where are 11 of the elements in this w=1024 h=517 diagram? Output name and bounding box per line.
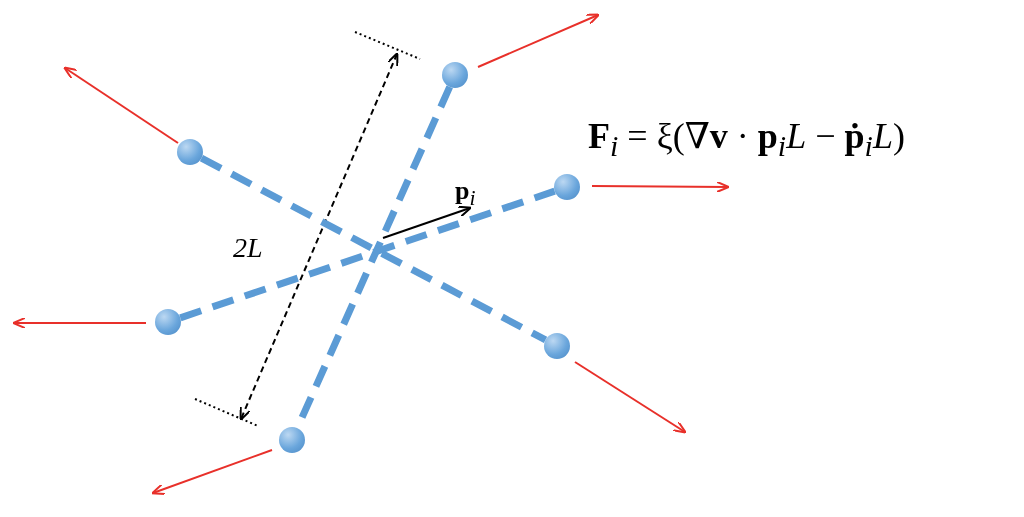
bead-circle (279, 427, 305, 453)
rod-line (179, 187, 556, 322)
bead-circle (544, 333, 570, 359)
equation: F$_{i}$ = ξ(∇v · p$_{i}$L − ṗ$_{i}$L) (588, 118, 905, 162)
rod-line (199, 155, 548, 343)
vector-label: p$_{i}$ (455, 178, 476, 210)
length-label: 2L (233, 234, 263, 262)
bead-circle (554, 174, 580, 200)
bead-circle (442, 62, 468, 88)
bead-circle (177, 139, 203, 165)
bead-circle (155, 309, 181, 335)
